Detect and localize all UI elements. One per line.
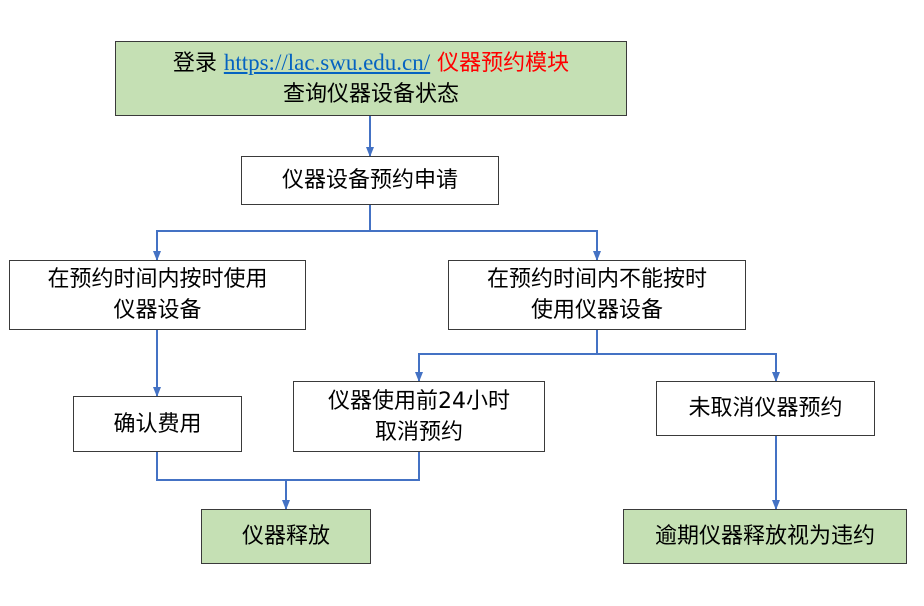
overdue-violation-label: 逾期仪器释放视为违约 [654, 524, 875, 549]
lac-url-link[interactable]: https://lac.swu.edu.cn/ [223, 50, 431, 75]
confirm-fee-label: 确认费用 [113, 411, 202, 437]
not-cancelled-node: 未取消仪器预约 [656, 381, 875, 436]
connector-not-on-time-to-not-cancelled [597, 353, 780, 382]
on-time-use-node: 在预约时间内按时使用 仪器设备 [9, 260, 306, 330]
on-time-use-line-1: 在预约时间内按时使用 [47, 267, 268, 292]
instrument-release-node: 仪器释放 [201, 509, 371, 564]
not-on-time-line-2: 使用仪器设备 [530, 298, 663, 323]
reservation-apply-node: 仪器设备预约申请 [241, 156, 499, 205]
overdue-violation-node: 逾期仪器释放视为违约 [623, 509, 907, 564]
instrument-release-label: 仪器释放 [241, 524, 330, 549]
connector-confirm-to-release [156, 451, 290, 510]
login-line-1: 登录 https://lac.swu.edu.cn/ 仪器预约模块 [173, 47, 569, 79]
not-cancelled-label: 未取消仪器预约 [688, 396, 843, 421]
not-on-time-line-1: 在预约时间内不能按时 [486, 267, 707, 292]
instrument-module-label: 仪器预约模块 [437, 51, 570, 76]
connector-cancel-to-release [286, 451, 420, 481]
login-query-node: 登录 https://lac.swu.edu.cn/ 仪器预约模块 查询仪器设备… [115, 41, 627, 116]
connector-not-on-time-to-cancel [415, 329, 598, 382]
reservation-apply-label: 仪器设备预约申请 [281, 168, 458, 193]
login-line-2: 查询仪器设备状态 [282, 82, 459, 107]
cancel-24h-node: 仪器使用前24小时 取消预约 [293, 381, 545, 452]
confirm-fee-node: 确认费用 [73, 396, 242, 452]
cancel-24h-line-1: 仪器使用前24小时 [328, 388, 510, 414]
connector-apply-split [153, 204, 371, 261]
not-on-time-node: 在预约时间内不能按时 使用仪器设备 [448, 260, 746, 330]
login-prefix: 登录 [172, 51, 217, 76]
cancel-24h-line-2: 取消预约 [374, 419, 463, 445]
on-time-use-line-2: 仪器设备 [113, 298, 202, 323]
connector-apply-to-not-on-time [370, 230, 601, 261]
